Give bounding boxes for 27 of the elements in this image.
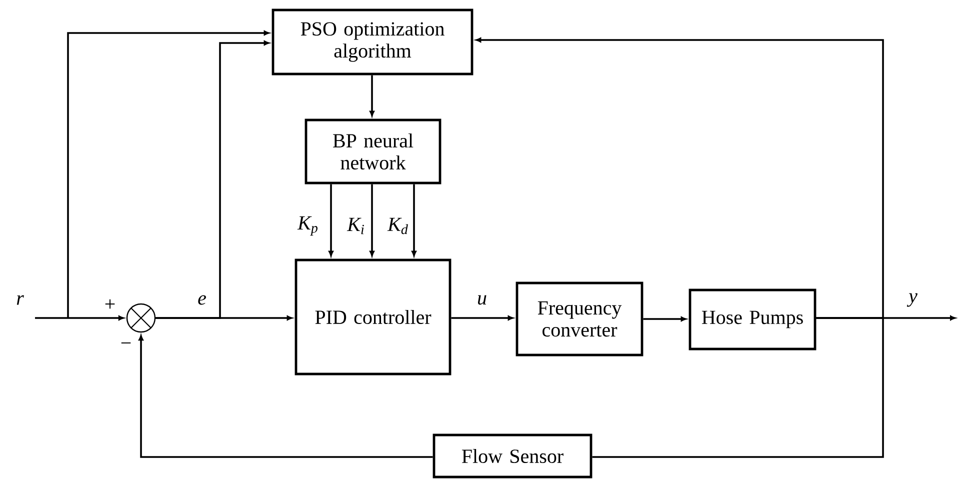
- arrow: [412, 184, 416, 256]
- block-box: PSO optimization algorithm: [272, 8, 474, 76]
- edge-label: K$_{i}$: [346, 216, 366, 236]
- arrow: [370, 75, 374, 116]
- edge-label: K$_{p}$: [296, 215, 320, 237]
- arrow: [156, 40, 270, 319]
- arrow: [451, 316, 514, 320]
- arrow: [328, 184, 334, 256]
- edge-label: K$_{d}$: [386, 216, 410, 236]
- block-box: BP neural network: [304, 118, 442, 184]
- edge-label: r: [15, 294, 25, 306]
- edge-label: y: [906, 292, 918, 308]
- arrow: [476, 38, 884, 319]
- edge-label: u: [476, 294, 488, 306]
- arrow: [643, 316, 686, 322]
- block-box: Frequency converter: [516, 282, 644, 356]
- summing-junction: [126, 303, 156, 333]
- block-box: PID controller: [294, 258, 452, 376]
- arrow: [370, 184, 374, 256]
- edge-label: e: [196, 294, 208, 306]
- sign-label: +: [105, 299, 115, 309]
- block-box: Flow Sensor: [432, 434, 592, 478]
- sign-label: −: [121, 342, 131, 344]
- arrow: [67, 30, 270, 318]
- arrow: [35, 316, 124, 320]
- arrow: [138, 335, 433, 458]
- block-box: Hose Pumps: [688, 288, 816, 350]
